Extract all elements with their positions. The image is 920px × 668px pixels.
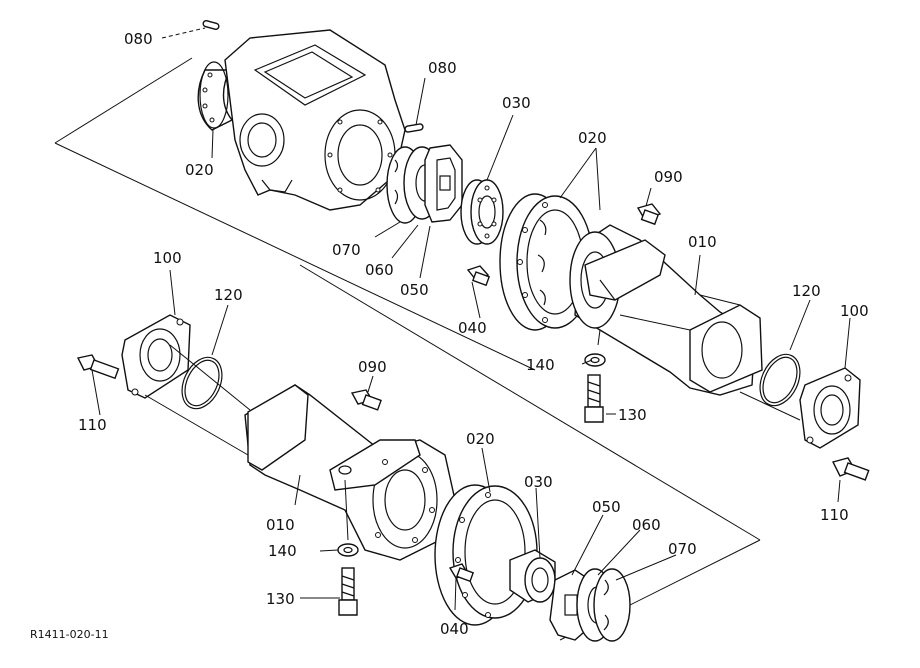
callout-140-right: 140 — [526, 356, 555, 374]
bolt-130-left — [338, 567, 358, 616]
o-ring-right — [759, 353, 801, 407]
o-ring-left — [181, 356, 223, 410]
callout-010-left: 010 — [266, 516, 295, 534]
callout-090-left: 090 — [358, 358, 387, 376]
callout-120-left: 120 — [214, 286, 243, 304]
bolt-090-right — [636, 203, 662, 226]
callout-080-mid: 080 — [428, 59, 457, 77]
axle-housing-right — [569, 224, 763, 396]
callout-labels: 080 020 080 030 020 090 070 060 050 040 … — [78, 30, 869, 638]
washer-140-left — [337, 543, 359, 557]
bearing-cover-left — [121, 314, 191, 399]
callout-060-top: 060 — [365, 261, 394, 279]
callout-040-top: 040 — [458, 319, 487, 337]
callout-060-bottom: 060 — [632, 516, 661, 534]
washer-140-right — [584, 353, 606, 367]
callout-080-top: 080 — [124, 30, 153, 48]
callout-070-top: 070 — [332, 241, 361, 259]
bolt-090-left — [350, 389, 382, 411]
dowel-pin-mid — [404, 123, 424, 133]
callout-030-top: 030 — [502, 94, 531, 112]
bearing-cover-right — [799, 367, 861, 449]
leader-lines — [91, 27, 851, 611]
callout-120-right: 120 — [792, 282, 821, 300]
bevel-gear-case — [197, 29, 406, 211]
callout-020-bottom: 020 — [466, 430, 495, 448]
drawing-code: R1411-020-11 — [30, 628, 109, 641]
axle-housing-left — [244, 384, 456, 561]
gear-050-top — [424, 144, 463, 223]
dowel-pin-top — [202, 20, 220, 30]
callout-140-left: 140 — [268, 542, 297, 560]
shim-070-bottom — [593, 568, 631, 642]
bolt-040-top — [466, 265, 491, 287]
bolt-040-bottom — [448, 563, 475, 583]
bolt-110-right — [831, 457, 870, 481]
callout-020-top: 020 — [185, 161, 214, 179]
flange-030-bottom — [509, 549, 556, 603]
callout-110-right: 110 — [820, 506, 849, 524]
callout-100-right: 100 — [840, 302, 869, 320]
callout-040-bottom: 040 — [440, 620, 469, 638]
callout-050-top: 050 — [400, 281, 429, 299]
flange-030-top — [460, 179, 504, 245]
callout-110-left: 110 — [78, 416, 107, 434]
callout-050-bottom: 050 — [592, 498, 621, 516]
callout-010-right: 010 — [688, 233, 717, 251]
callout-090-right: 090 — [654, 168, 683, 186]
callout-020-right: 020 — [578, 129, 607, 147]
callout-130-right: 130 — [618, 406, 647, 424]
callout-100-left: 100 — [153, 249, 182, 267]
callout-030-bottom: 030 — [524, 473, 553, 491]
bolt-110-left — [76, 354, 120, 380]
callout-130-left: 130 — [266, 590, 295, 608]
bolt-130-right — [584, 374, 604, 423]
callout-070-bottom: 070 — [668, 540, 697, 558]
